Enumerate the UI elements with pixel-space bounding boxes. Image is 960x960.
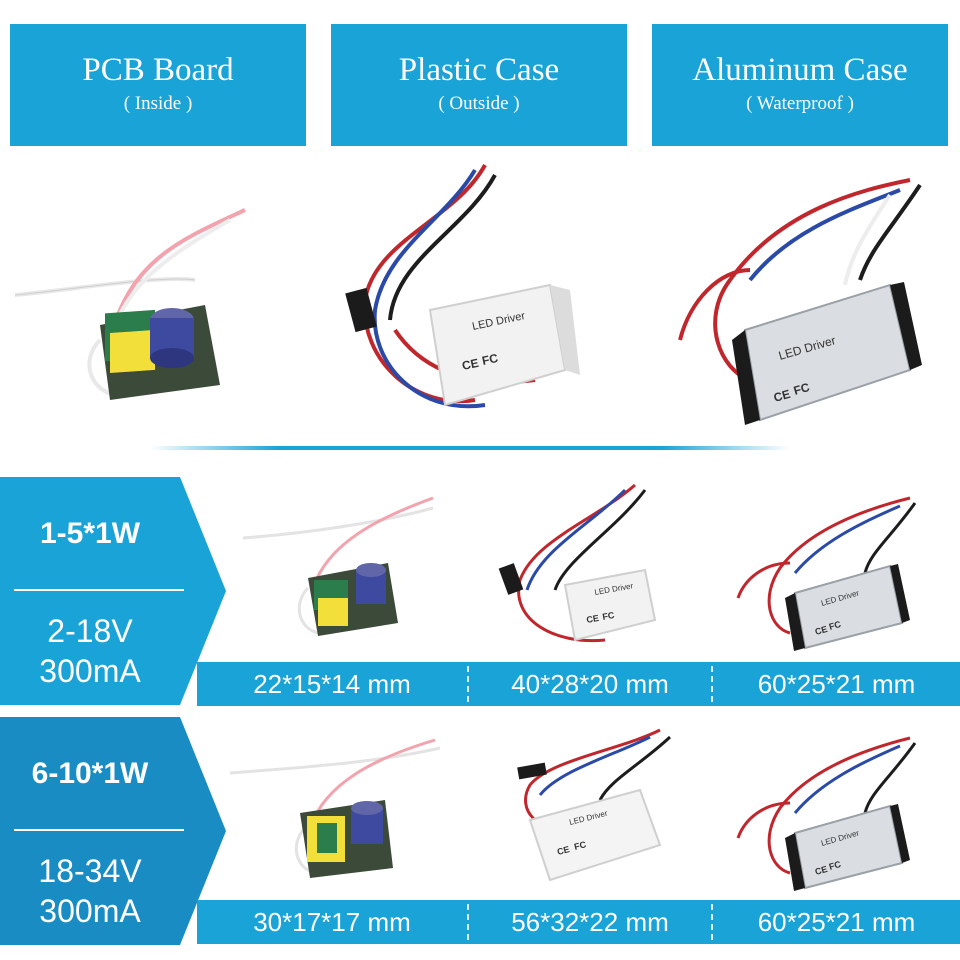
pcb-board-image-row2 xyxy=(229,738,441,878)
dimension-separator xyxy=(467,904,469,940)
voltage-range: 2-18V xyxy=(47,613,133,649)
dimension-plastic: 40*28*20 mm xyxy=(511,669,669,699)
plastic-case-image-large: LED Driver FC CE xyxy=(345,164,580,409)
dimension-pcb: 30*17*17 mm xyxy=(253,907,411,937)
tab-plastic-case: Plastic Case ( Outside ) xyxy=(331,24,627,146)
tab-pcb-board: PCB Board ( Inside ) xyxy=(10,24,306,146)
tab-title: PCB Board xyxy=(82,52,234,88)
label-divider xyxy=(14,589,184,591)
voltage-range: 18-34V xyxy=(38,853,142,889)
ce-mark: CE xyxy=(814,624,829,637)
fc-mark: FC xyxy=(828,859,843,872)
ce-mark: CE xyxy=(556,844,571,857)
ce-mark: CE xyxy=(461,356,480,373)
dimension-separator xyxy=(711,904,713,940)
fc-mark: FC xyxy=(602,610,616,622)
ce-mark: CE xyxy=(586,613,600,625)
row1-dimension-bar: 22*15*14 mm 40*28*20 mm 60*25*21 mm xyxy=(197,662,960,706)
row2-dimension-bar: 30*17*17 mm 56*32*22 mm 60*25*21 mm xyxy=(197,900,960,944)
ce-mark: CE xyxy=(772,387,792,405)
output-current: 300mA xyxy=(39,893,141,929)
fc-mark: FC xyxy=(792,380,812,398)
plastic-case-image-row1: LED Driver FC CE xyxy=(498,483,657,643)
fc-mark: FC xyxy=(481,351,500,368)
row1-label: 1-5*1W 2-18V 300mA xyxy=(0,477,226,705)
row2-label: 6-10*1W 18-34V 300mA xyxy=(0,717,226,945)
pcb-board-image-large xyxy=(14,208,246,400)
tab-title: Aluminum Case xyxy=(692,52,908,88)
dimension-separator xyxy=(467,666,469,702)
power-rating: 1-5*1W xyxy=(39,517,141,550)
aluminum-case-image-row1: LED Driver FC CE xyxy=(736,496,917,651)
label-divider xyxy=(14,829,184,831)
dimension-aluminum: 60*25*21 mm xyxy=(757,907,916,937)
row1-label-bg xyxy=(0,477,226,705)
dimension-pcb: 22*15*14 mm xyxy=(253,669,411,699)
aluminum-case-image-large: LED Driver FC CE xyxy=(678,178,922,425)
plastic-case-image-row2: LED Driver FC CE xyxy=(517,728,672,882)
fc-mark: FC xyxy=(828,619,843,632)
pcb-board-image-row1 xyxy=(242,496,434,636)
fc-mark: FC xyxy=(573,839,588,852)
tab-title: Plastic Case xyxy=(398,52,560,88)
output-current: 300mA xyxy=(39,653,141,689)
power-rating: 6-10*1W xyxy=(31,757,149,790)
section-divider xyxy=(150,446,790,450)
dimension-separator xyxy=(711,666,713,702)
tab-subtitle: ( Outside ) xyxy=(438,93,520,114)
dimension-aluminum: 60*25*21 mm xyxy=(757,669,916,699)
tab-subtitle: ( Waterproof ) xyxy=(746,93,854,114)
dimension-plastic: 56*32*22 mm xyxy=(511,907,669,937)
tab-aluminum-case: Aluminum Case ( Waterproof ) xyxy=(652,24,948,146)
ce-mark: CE xyxy=(814,864,829,877)
row2-label-bg xyxy=(0,717,226,945)
tab-subtitle: ( Inside ) xyxy=(123,93,193,114)
aluminum-case-image-row2: LED Driver FC CE xyxy=(736,736,917,891)
